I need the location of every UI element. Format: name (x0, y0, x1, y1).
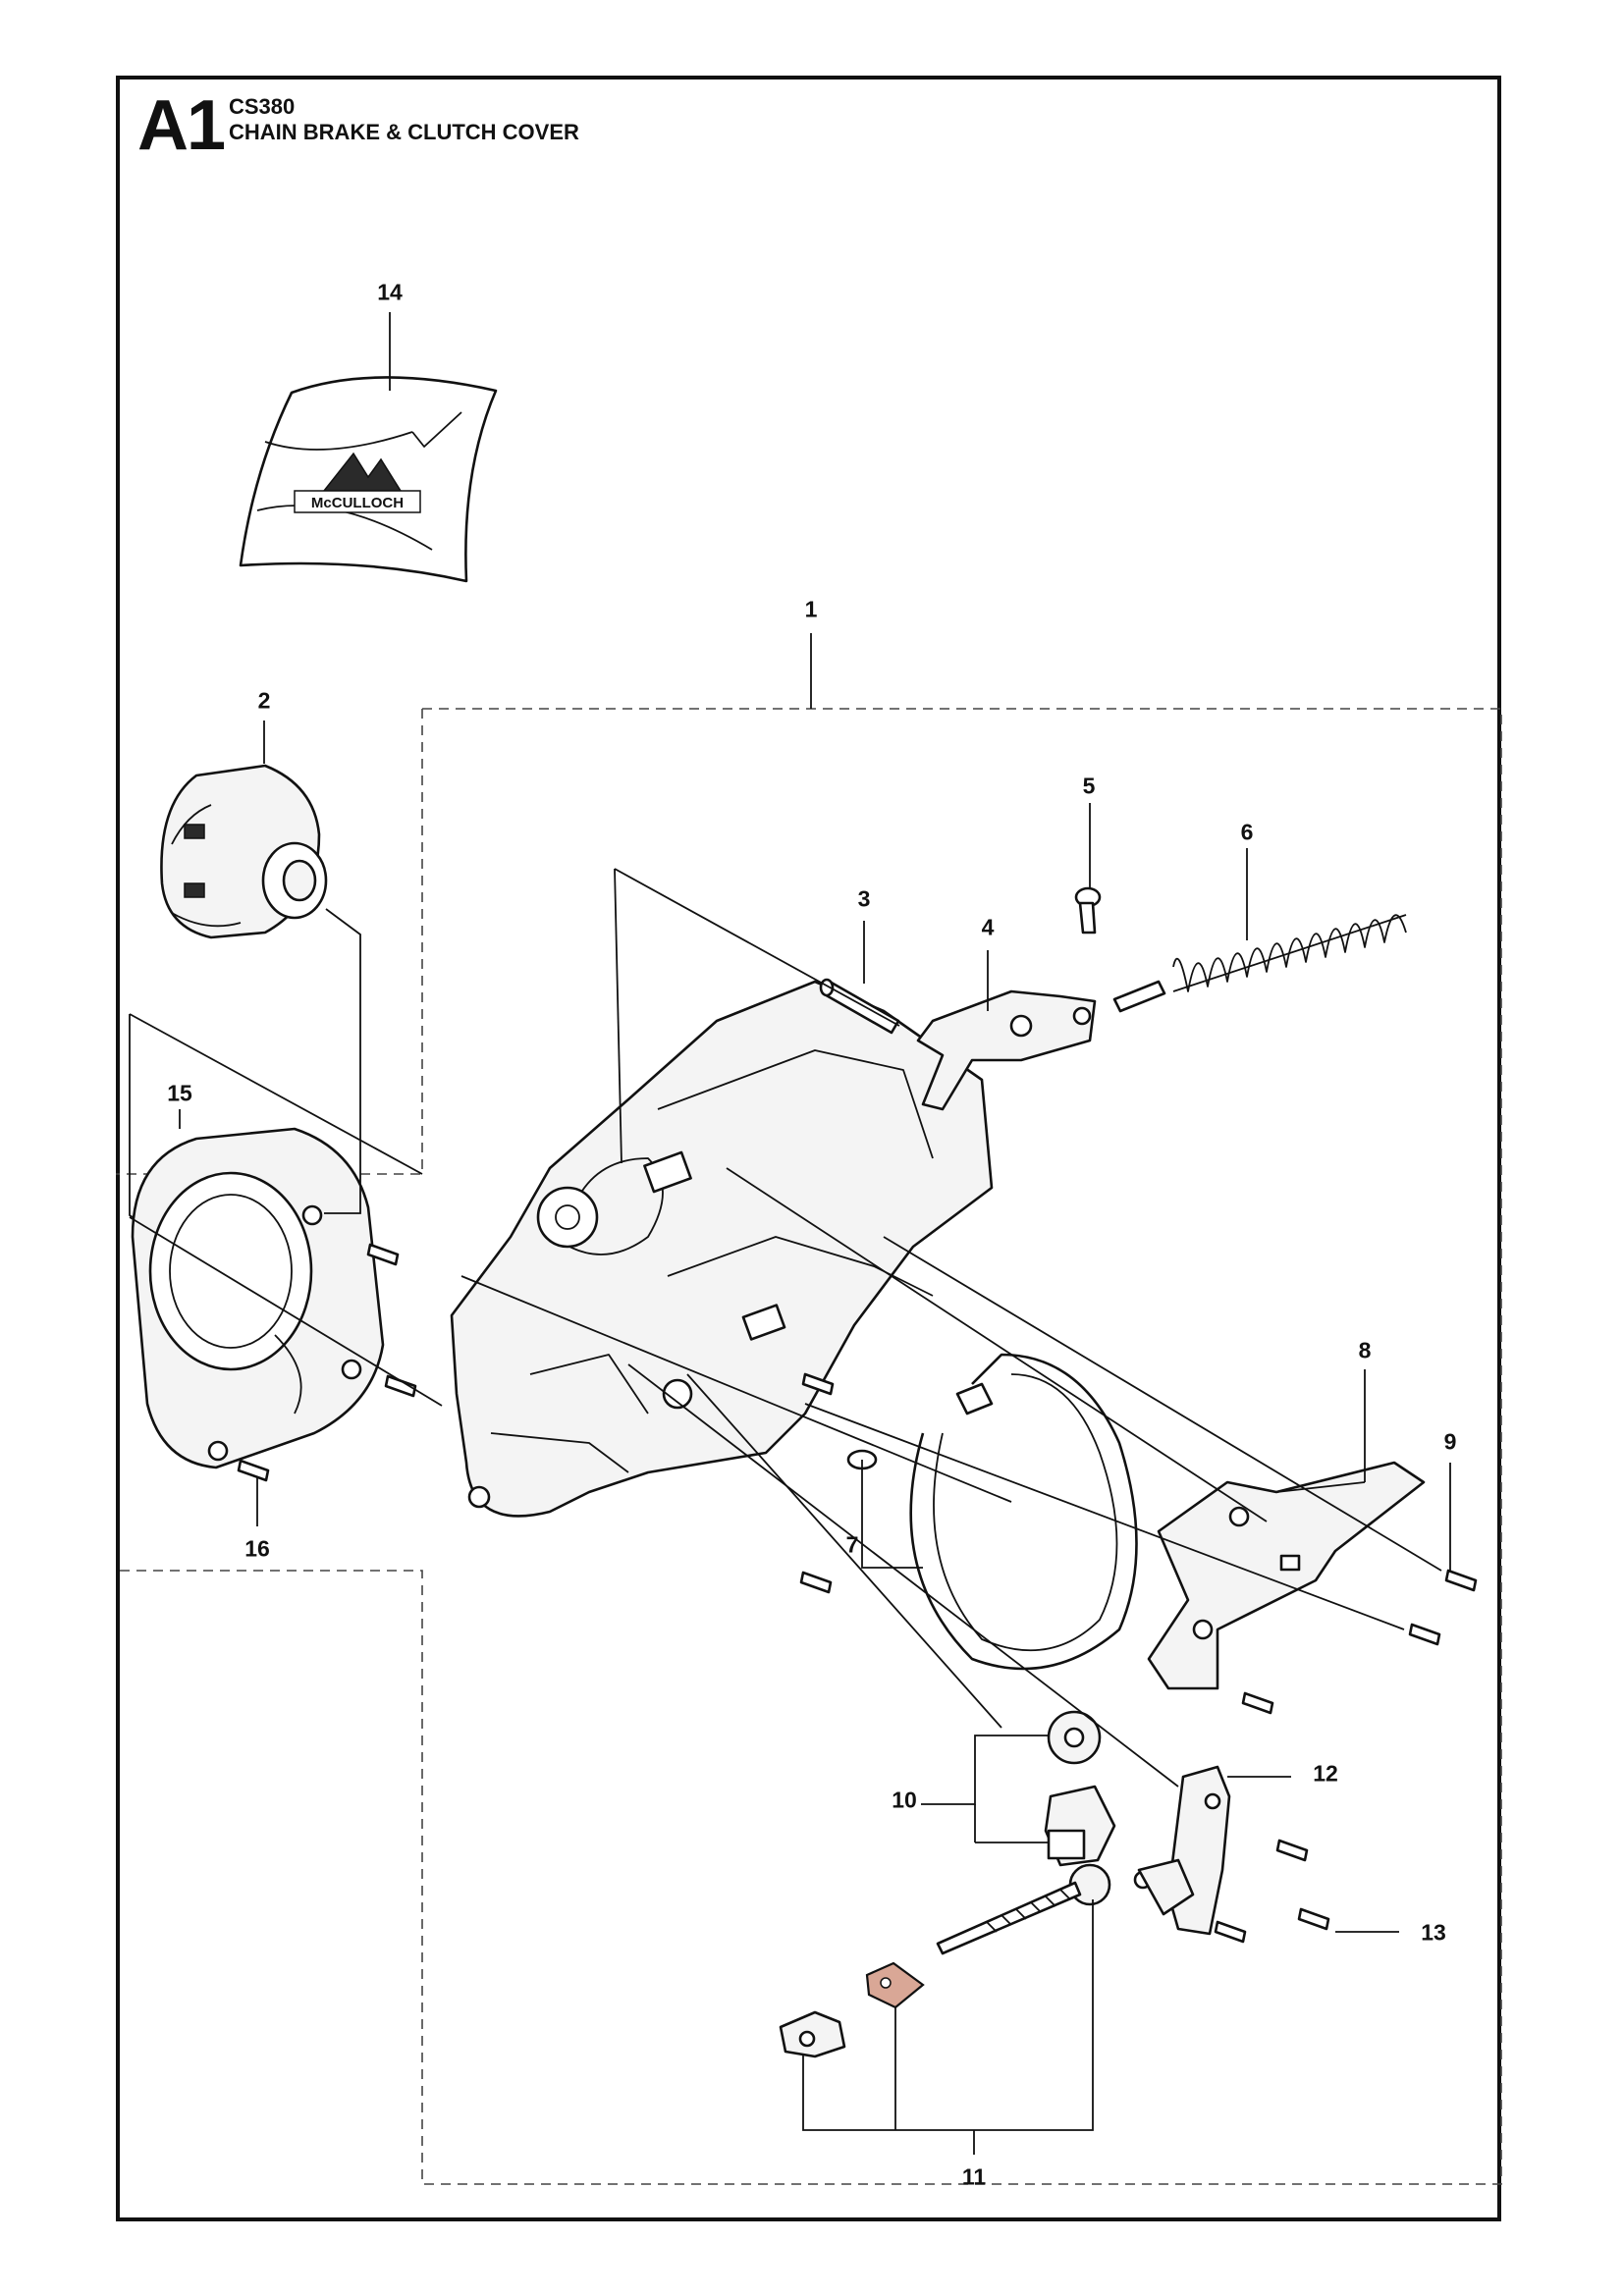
callout-5: 5 (1082, 773, 1096, 799)
callout-8: 8 (1358, 1337, 1372, 1363)
bracket-part-8 (1147, 1461, 1426, 1690)
section-code: A1 (137, 86, 226, 165)
callout-13: 13 (1421, 1919, 1446, 1946)
clutch-cover-part-15 (131, 1127, 385, 1469)
callout-9: 9 (1443, 1428, 1457, 1455)
assembly-1-boundary (116, 708, 1502, 2185)
callout-7: 7 (845, 1531, 859, 1558)
brake-lever-part-4 (916, 989, 1097, 1111)
callout-3: 3 (857, 885, 871, 912)
callout-6: 6 (1240, 819, 1254, 845)
decal-brand-text: McCULLOCH (311, 495, 404, 511)
callout-10: 10 (892, 1787, 917, 1813)
callout-14: 14 (377, 279, 403, 305)
callout-16: 16 (244, 1535, 270, 1562)
callout-4: 4 (981, 914, 995, 940)
housing-part-1 (450, 980, 994, 1518)
callout-1: 1 (804, 596, 818, 622)
page-frame (116, 76, 1501, 2221)
adjuster-housing-part-12 (1133, 1765, 1231, 1936)
screws-part-13 (1214, 1839, 1330, 1944)
spring-part-6 (1112, 914, 1407, 1013)
gears-part-10 (1044, 1710, 1116, 1867)
screw-part-5 (1074, 886, 1102, 934)
nut-highlighted (865, 1961, 925, 2009)
screws-part-9 (1241, 1569, 1478, 1715)
brake-band-part-7 (799, 1353, 1138, 1671)
callout-11: 11 (961, 2163, 987, 2190)
adjuster-part-11 (779, 1863, 1111, 2058)
leader-lines (129, 312, 1451, 2155)
decal-part-14: McCULLOCH (239, 376, 498, 583)
callout-15: 15 (167, 1080, 192, 1106)
page-title: CHAIN BRAKE & CLUTCH COVER (229, 120, 579, 144)
clutch-drum-part-2 (160, 764, 328, 939)
model-number: CS380 (229, 94, 296, 119)
callout-2: 2 (257, 687, 271, 714)
screws-part-16 (237, 1243, 417, 1482)
callout-12: 12 (1313, 1760, 1338, 1787)
